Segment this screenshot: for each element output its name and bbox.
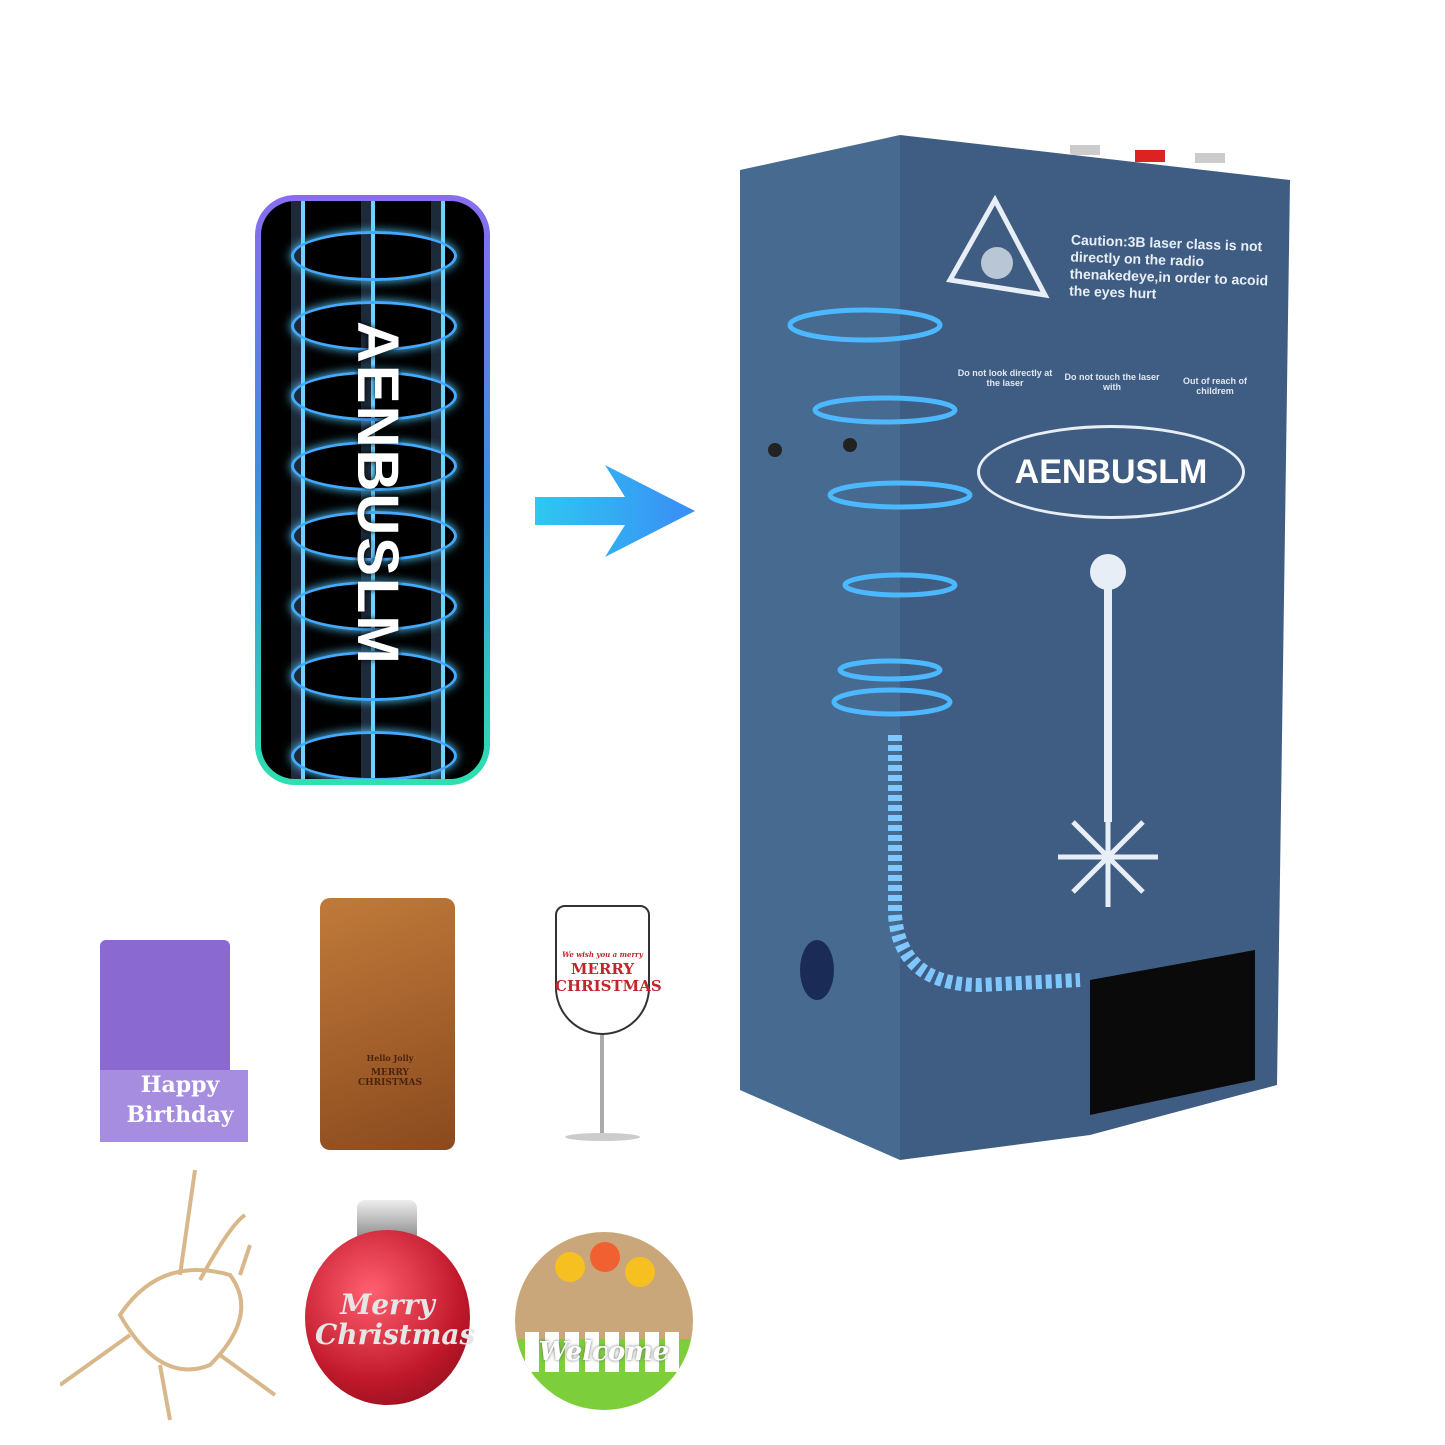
wine-glass-image: We wish you a merry MERRY CHRISTMAS: [555, 905, 662, 1150]
energy-ring: [291, 731, 457, 779]
laser-module-image: AENBUSLM: [255, 195, 490, 785]
caution-label: Caution:3B laser class is not directly o…: [1068, 231, 1269, 302]
christmas-ornament-image: Merry Christmas: [305, 1200, 475, 1410]
leather-wallet-image: Hello Jolly MERRY CHRISTMAS: [320, 898, 455, 1150]
laser-machine-image: [740, 135, 1290, 1160]
energy-ring: [291, 651, 457, 701]
welcome-sign-image: Welcome: [515, 1232, 693, 1410]
birthday-card-image: Happy Birthday: [100, 900, 248, 1145]
warning-no-touch: Do not touch the laser with: [1064, 372, 1160, 392]
energy-ring: [291, 371, 457, 421]
arrow-right-icon: [535, 465, 695, 557]
energy-ring: [291, 441, 457, 491]
energy-ring: [291, 511, 457, 561]
card-text: Happy Birthday: [126, 1072, 234, 1128]
module-brand-text: AENBUSLM: [345, 321, 410, 666]
wooden-cricket-model-image: [60, 1169, 277, 1421]
energy-ring: [291, 301, 457, 351]
warning-no-look: Do not look directly at the laser: [957, 368, 1053, 388]
energy-ring: [291, 231, 457, 281]
energy-ring: [291, 581, 457, 631]
machine-brand-logo: AENBUSLM: [977, 425, 1245, 519]
warning-children: Out of reach of childrem: [1182, 376, 1247, 396]
